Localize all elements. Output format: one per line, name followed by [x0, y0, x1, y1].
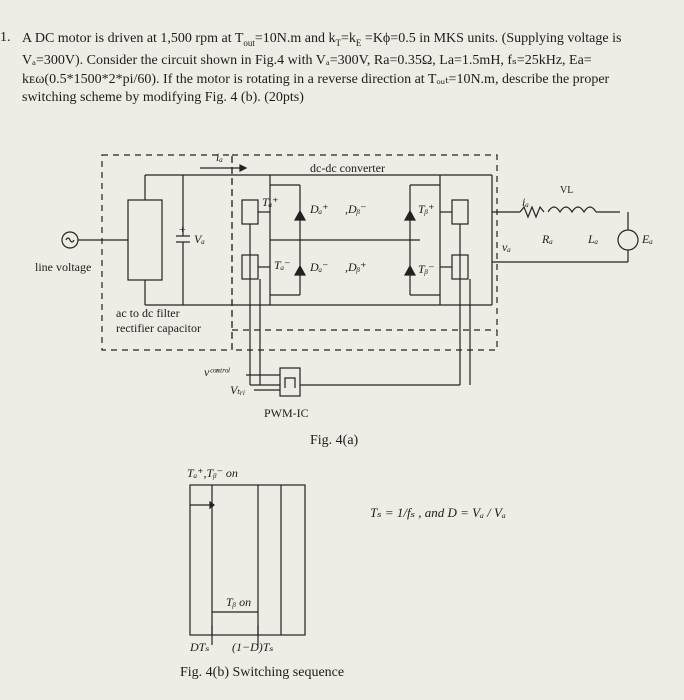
tb-on-label: Tᵦ on — [226, 595, 252, 609]
ta-minus-label: Tₐ⁻ — [274, 258, 291, 272]
dts-label: DTₛ — [190, 640, 210, 654]
diode-da-plus — [293, 209, 307, 221]
acdc-label-1: ac to dc filter — [116, 306, 180, 320]
subscript: T — [335, 37, 342, 48]
switching-window — [189, 484, 306, 636]
problem-line1-rest: =10N.m and k — [254, 31, 336, 46]
subscript: E — [355, 37, 362, 48]
acdc-dashed-box — [101, 154, 233, 351]
problem-line4: switching scheme by modifying Fig. 4 (b)… — [22, 90, 304, 106]
subscript: out — [243, 37, 255, 48]
ra-label: Rₐ — [542, 232, 553, 246]
db-plus-label: ,Dᵦ⁺ — [345, 260, 367, 274]
vl-label: VL — [560, 185, 574, 196]
inductor-la — [547, 206, 597, 214]
diode-db-plus — [403, 264, 417, 276]
back-emf-source — [617, 229, 639, 251]
problem-number: 1. — [0, 30, 11, 45]
formula-label: Tₛ = 1/fₛ , and D = Vₐ / Vₐ — [370, 505, 506, 520]
problem-line3: kᴇω(0.5*1500*2*pi/60). If the motor is r… — [22, 71, 610, 87]
diode-da-minus — [293, 264, 307, 276]
diode-db-minus — [403, 209, 417, 221]
acdc-label-2: rectifier capacitor — [116, 321, 201, 335]
switch-tb-plus — [451, 199, 469, 225]
dcdc-dashed-box — [231, 154, 498, 351]
problem-line2: Vₐ=300V). Consider the circuit shown in … — [22, 53, 592, 69]
resistor-ra — [519, 205, 545, 219]
ia-label: iₐ — [522, 195, 529, 209]
switch-ta-plus — [241, 199, 259, 225]
id-label: iₐ — [216, 150, 223, 164]
ta-plus-label: Tₐ⁺ — [262, 195, 279, 209]
tb-plus-label: Tᵦ⁺ — [418, 202, 435, 216]
fig4a-caption: Fig. 4(a) — [310, 433, 359, 448]
line-voltage-label: line voltage — [35, 260, 92, 274]
pwm-ic-block — [279, 367, 301, 397]
ta-tb-on-label: Tₐ⁺,Tᵦ⁻ on — [187, 466, 238, 480]
db-minus-label: ,Dᵦ⁻ — [345, 202, 367, 216]
da-plus-label: Dₐ⁺ — [310, 202, 329, 216]
ea-label: Eₐ — [642, 232, 653, 246]
fig4b-caption: Fig. 4(b) Switching sequence — [180, 665, 345, 680]
problem-line1-rest2: =k — [341, 31, 356, 46]
pwm-ic-label: PWM-IC — [264, 406, 309, 420]
problem-statement: A DC motor is driven at 1,500 rpm at Tou… — [0, 30, 670, 108]
vd-label: Vₐ — [194, 232, 205, 246]
problem-line1: A DC motor is driven at 1,500 rpm at T — [22, 31, 244, 46]
rectifier-block — [127, 199, 163, 281]
one-minus-d-label: (1−D)Tₛ — [232, 640, 274, 654]
la-label: Lₐ — [588, 232, 599, 246]
dcdc-converter-label: dc-dc converter — [310, 161, 385, 175]
vcontrol-label: vᶜᵒⁿᵗʳᵒˡ — [204, 365, 230, 379]
plus-sign: + — [179, 222, 186, 236]
problem-line1-rest3: =Kϕ=0.5 in MKS units. (Supplying voltage… — [361, 31, 622, 46]
tb-minus-label: Tᵦ⁻ — [418, 262, 435, 276]
da-minus-label: Dₐ⁻ — [310, 260, 329, 274]
vtri-label: Vₜᵣᵢ — [230, 383, 246, 397]
va-label: vₐ — [502, 240, 511, 254]
